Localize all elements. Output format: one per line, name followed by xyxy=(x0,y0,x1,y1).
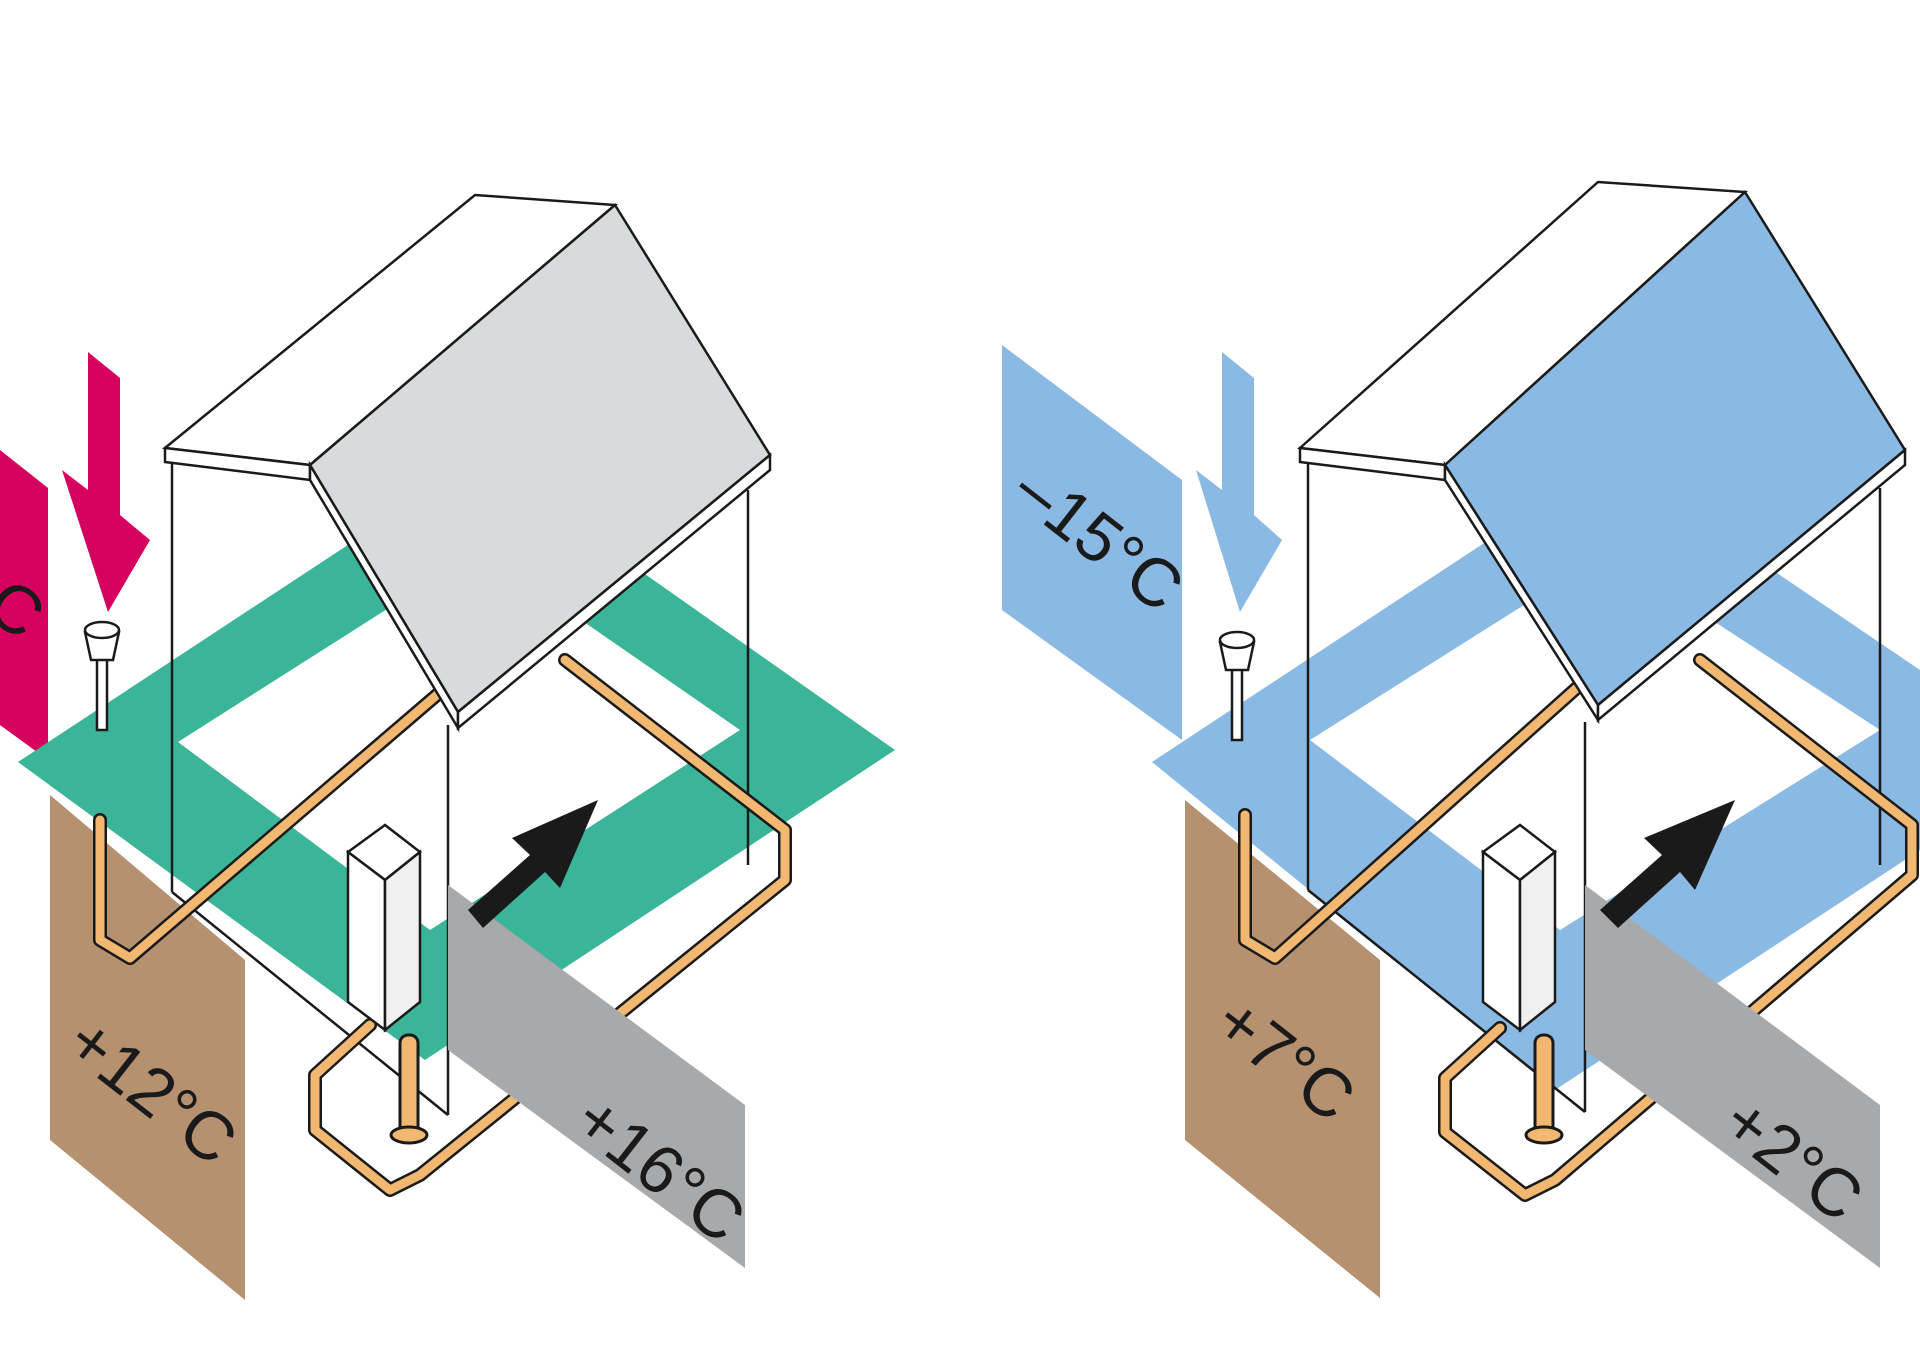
winter-panel: –15°C +7°C +2°C xyxy=(1001,180,1920,1298)
winter-airflow-arrow-icon xyxy=(1600,800,1735,928)
winter-ground-frame xyxy=(1152,460,1920,1090)
summer-ground-pipe xyxy=(93,653,792,1197)
winter-hvac-unit xyxy=(1480,823,1564,1145)
winter-outdoor-band xyxy=(1002,345,1182,740)
summer-ground-frame xyxy=(18,458,895,1060)
summer-panel: C +12°C +16°C xyxy=(0,193,895,1300)
summer-roof xyxy=(161,193,772,733)
winter-intake-vent-icon xyxy=(1218,630,1256,742)
summer-hvac-unit xyxy=(345,823,429,1145)
summer-airflow-arrow-icon xyxy=(468,800,598,928)
winter-supply-band xyxy=(1585,885,1880,1268)
summer-supply-band xyxy=(448,885,745,1268)
winter-soil-band xyxy=(1185,800,1380,1298)
winter-ground-pipe xyxy=(1238,653,1919,1202)
winter-roof xyxy=(1297,180,1907,725)
winter-air-arrow-icon xyxy=(1196,352,1282,612)
summer-air-arrow-icon xyxy=(62,352,150,612)
summer-intake-vent-icon xyxy=(83,620,121,732)
summer-outdoor-band xyxy=(0,450,48,760)
